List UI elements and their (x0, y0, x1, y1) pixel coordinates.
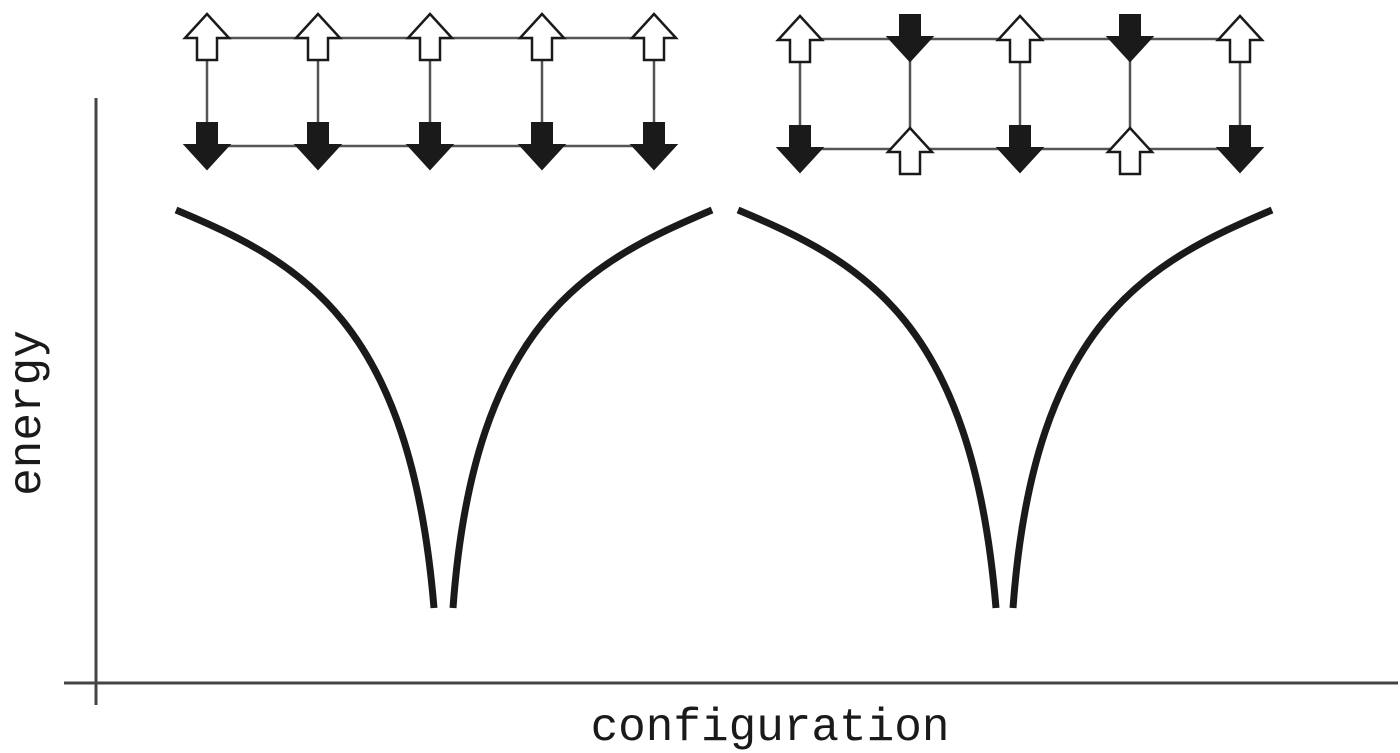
spin-down-arrow-icon (295, 122, 341, 170)
spin-up-arrow-icon (294, 12, 342, 62)
spin-down-arrow-icon (184, 122, 230, 170)
spin-up-arrow-icon (996, 14, 1044, 64)
spin-down-arrow-icon (1217, 125, 1263, 173)
spin-down-arrow-icon (631, 122, 677, 170)
right-configuration-lattice (776, 14, 1264, 176)
spin-up-arrow-icon (1106, 126, 1154, 176)
y-axis-label: energy (2, 330, 54, 496)
spin-up-arrow-icon (406, 12, 454, 62)
spin-up-arrow-icon (183, 12, 231, 62)
spin-up-arrow-icon (630, 12, 678, 62)
spin-up-arrow-icon (1216, 14, 1264, 64)
spin-down-arrow-icon (777, 125, 823, 173)
right-energy-well (736, 206, 1274, 609)
spin-up-arrow-icon (886, 126, 934, 176)
left-configuration-lattice (183, 12, 678, 170)
spin-up-arrow-icon (518, 12, 566, 62)
spin-down-arrow-icon (519, 122, 565, 170)
spin-down-arrow-icon (1107, 14, 1153, 62)
x-axis-label: configuration (591, 702, 950, 753)
left-energy-well (174, 206, 714, 609)
spin-down-arrow-icon (407, 122, 453, 170)
spin-up-arrow-icon (776, 14, 824, 64)
spin-down-arrow-icon (997, 125, 1043, 173)
axes (64, 98, 1398, 705)
spin-down-arrow-icon (887, 14, 933, 62)
